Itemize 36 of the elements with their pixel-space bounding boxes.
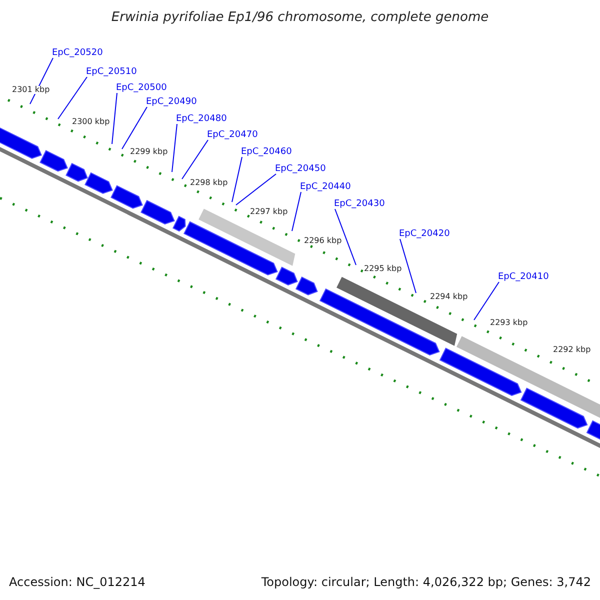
scale-label: 2294 kbp: [430, 293, 468, 301]
scale-label: 2297 kbp: [250, 208, 288, 216]
scale-label: 2298 kbp: [190, 179, 228, 187]
leader-line: [232, 156, 242, 202]
leader-line: [236, 174, 276, 206]
gene-label: EpC_20410: [498, 273, 549, 282]
gene-label: EpC_20500: [116, 84, 167, 93]
leader-line: [400, 238, 416, 294]
scale-label: 2300 kbp: [72, 118, 110, 126]
gene-label: EpC_20490: [146, 98, 197, 107]
gene-label: EpC_20440: [300, 183, 351, 192]
scale-label: 2299 kbp: [130, 148, 168, 156]
gene-label: EpC_20470: [207, 131, 258, 140]
leader-line: [58, 76, 88, 120]
gene-label: EpC_20480: [176, 115, 227, 124]
scale-label: 2295 kbp: [364, 265, 402, 273]
leader-line: [112, 92, 118, 144]
scale-label: 2296 kbp: [304, 237, 342, 245]
gene-label: EpC_20450: [275, 165, 326, 174]
leader-line: [122, 106, 148, 150]
leader-line: [334, 208, 356, 266]
gene-label: EpC_20430: [334, 200, 385, 209]
gene-label: EpC_20520: [52, 49, 103, 58]
gene-label: EpC_20460: [241, 148, 292, 157]
gene-label: EpC_20510: [86, 68, 137, 77]
leader-line: [474, 282, 500, 320]
scale-label: 2301 kbp: [12, 86, 50, 94]
leader-line: [182, 140, 208, 180]
footer-text: Topology: circular; Length: 4,026,322 bp; Genes: 3,742: [261, 576, 591, 588]
footer-text: Accession: NC_012214: [9, 576, 146, 588]
leader-line: [292, 192, 302, 232]
title: Erwinia pyrifoliae Ep1/96 chromosome, complete genome: [110, 11, 490, 24]
leader-line: [172, 124, 178, 172]
scale-label: 2292 kbp: [553, 346, 591, 354]
gene-label: EpC_20420: [399, 230, 450, 239]
scale-label: 2293 kbp: [490, 319, 528, 327]
